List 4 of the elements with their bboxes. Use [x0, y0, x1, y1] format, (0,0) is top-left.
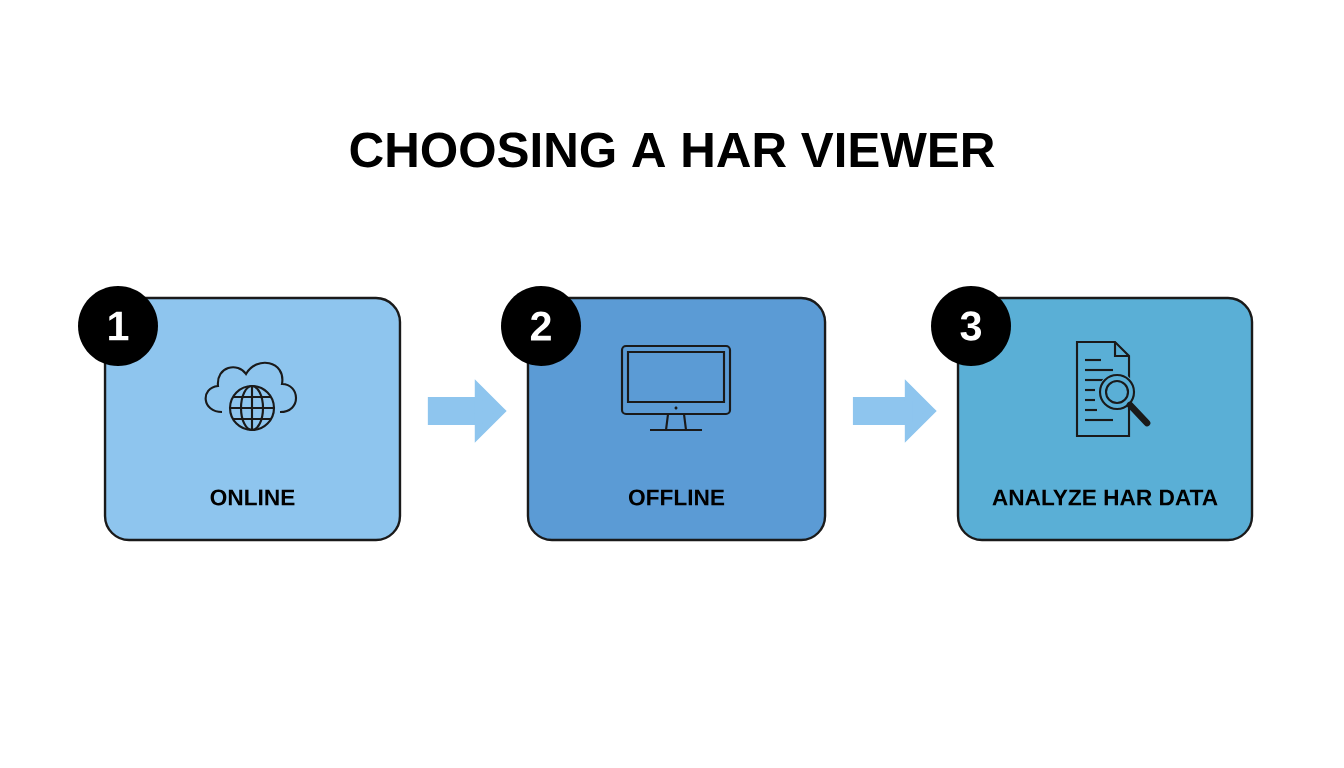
number-badge: 1 [78, 286, 158, 366]
title: CHOOSING A HAR VIEWER [350, 132, 995, 168]
number-badge: 2 [501, 286, 581, 366]
number-badge: 3 [931, 286, 1011, 366]
